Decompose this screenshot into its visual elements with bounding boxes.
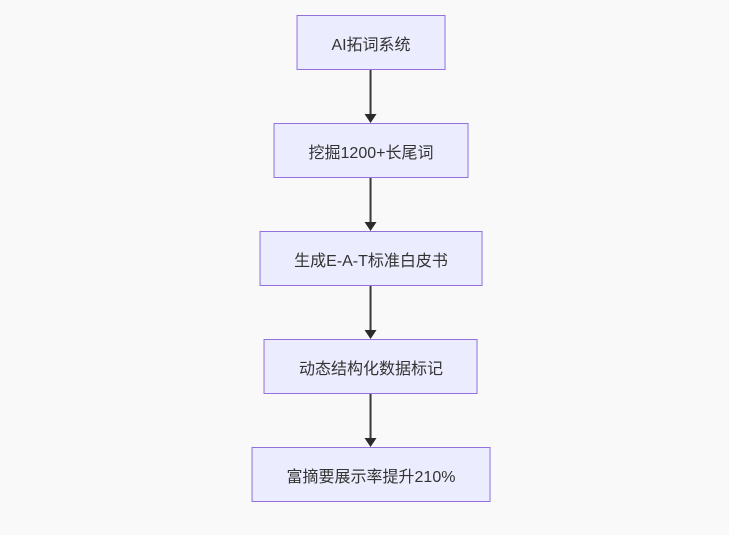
arrow-down-icon (364, 70, 378, 123)
flow-node-eat-whitepaper: 生成E-A-T标准白皮书 (259, 231, 483, 286)
arrow-down-icon (364, 394, 378, 447)
arrow-shaft (370, 394, 372, 439)
flow-node-longtail-keywords: 挖掘1200+长尾词 (273, 123, 469, 178)
arrowhead-icon (365, 222, 377, 231)
arrowhead-icon (365, 330, 377, 339)
arrow-shaft (370, 70, 372, 115)
flow-node-structured-data-markup: 动态结构化数据标记 (263, 339, 478, 394)
arrow-down-icon (364, 178, 378, 231)
arrow-shaft (370, 178, 372, 223)
arrowhead-icon (365, 114, 377, 123)
flowchart: AI拓词系统 挖掘1200+长尾词 生成E-A-T标准白皮书 动态结构化数据标记… (251, 15, 491, 502)
arrow-shaft (370, 286, 372, 331)
arrowhead-icon (365, 438, 377, 447)
flow-node-ai-word-expansion: AI拓词系统 (296, 15, 446, 70)
flow-node-rich-snippet-rate: 富摘要展示率提升210% (251, 447, 491, 502)
arrow-down-icon (364, 286, 378, 339)
